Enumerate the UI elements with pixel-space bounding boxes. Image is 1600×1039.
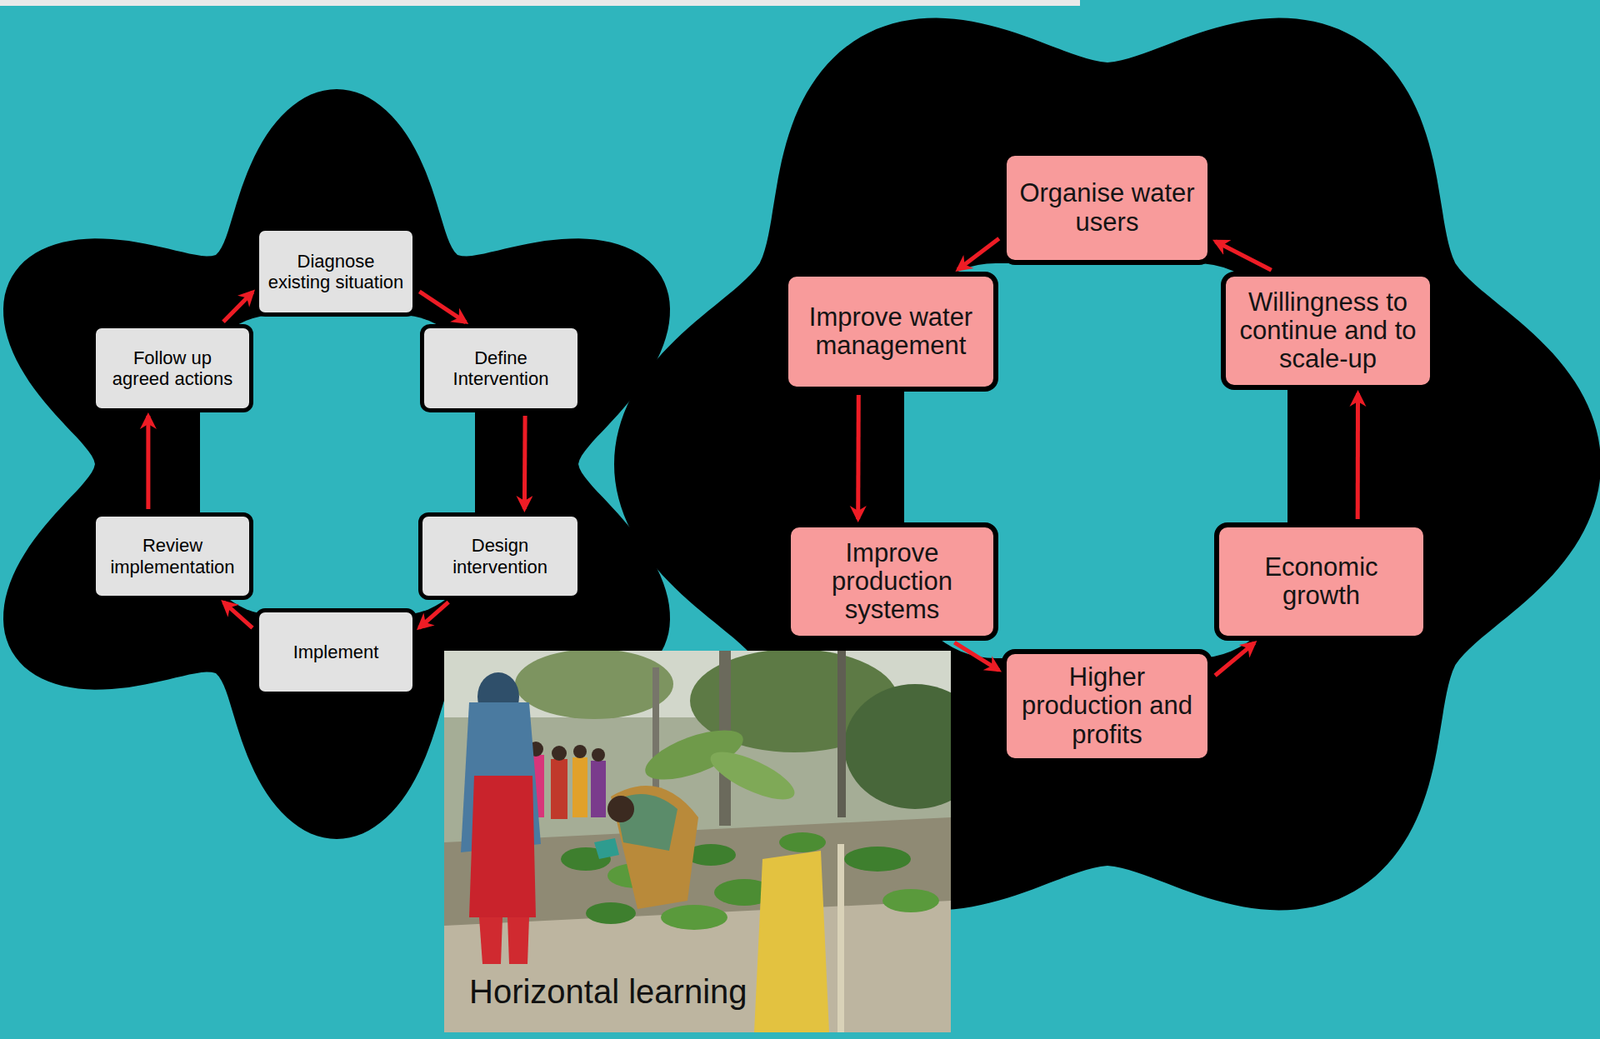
outcome-box: Economic growth (1214, 522, 1429, 641)
process-box: Design intervention (418, 512, 582, 600)
stake (837, 844, 845, 1033)
process-box: Follow up agreed actions (91, 324, 254, 413)
person (479, 917, 503, 965)
person (550, 759, 568, 820)
plant (779, 832, 826, 853)
outcome-box: Willingness to continue and to scale-up (1220, 271, 1435, 390)
banana-leaf (705, 742, 801, 809)
cycle-arrow (223, 602, 253, 629)
person (607, 795, 635, 823)
box-text: Willingness to continue and to scale-up (1234, 288, 1422, 374)
tree-foliage (844, 684, 951, 810)
outcome-box: Improve water management (783, 271, 999, 392)
box-text: Follow up agreed actions (102, 347, 243, 390)
box-text: Improve water management (796, 303, 985, 360)
cycle-arrow (958, 238, 1000, 270)
plant (585, 902, 636, 925)
person (469, 775, 536, 918)
top-bar (0, 0, 1080, 6)
process-box: Define Intervention (420, 324, 582, 413)
person (590, 760, 606, 818)
process-box: Diagnose existing situation (255, 226, 417, 317)
ground-light (444, 900, 951, 1033)
plant (660, 905, 728, 930)
box-text: Organise water users (1015, 179, 1200, 236)
person (754, 850, 830, 1033)
cycle-arrow (522, 415, 528, 510)
gear-right (614, 18, 1600, 911)
cycle-arrow (1355, 393, 1360, 520)
cycle-arrow (223, 291, 253, 322)
cycle-arrow (855, 395, 861, 520)
photo-scene (444, 650, 951, 1033)
box-text: Define Intervention (430, 347, 571, 390)
person (591, 748, 605, 762)
box-text: Improve production systems (799, 539, 985, 625)
box-text: Implement (293, 641, 380, 663)
cycle-arrow (1215, 643, 1255, 676)
plant (882, 889, 940, 913)
person (507, 917, 530, 965)
photo-caption: Horizontal learning (469, 973, 748, 1010)
outcome-box: Organise water users (1001, 150, 1213, 265)
box-text: Economic growth (1227, 553, 1415, 610)
cycle-arrow (1215, 241, 1272, 271)
process-box: Implement (255, 608, 417, 696)
box-text: Review implementation (102, 535, 243, 578)
process-box: Review implementation (91, 512, 254, 600)
cycle-arrow (419, 291, 466, 323)
outcome-box: Improve production systems (785, 522, 999, 641)
box-text: Higher production and profits (1015, 663, 1200, 749)
box-text: Design intervention (429, 535, 571, 578)
person (572, 757, 588, 818)
tree-trunk (837, 650, 846, 818)
cycle-arrow (145, 415, 150, 510)
watering-can (594, 838, 620, 860)
tree-foliage (515, 650, 674, 720)
person (551, 745, 567, 761)
cycle-arrow (954, 642, 999, 670)
cycle-arrow (419, 602, 449, 629)
plant (844, 846, 911, 872)
person (573, 745, 587, 759)
box-text: Diagnose existing situation (265, 250, 406, 294)
outcome-box: Higher production and profits (1001, 649, 1213, 764)
